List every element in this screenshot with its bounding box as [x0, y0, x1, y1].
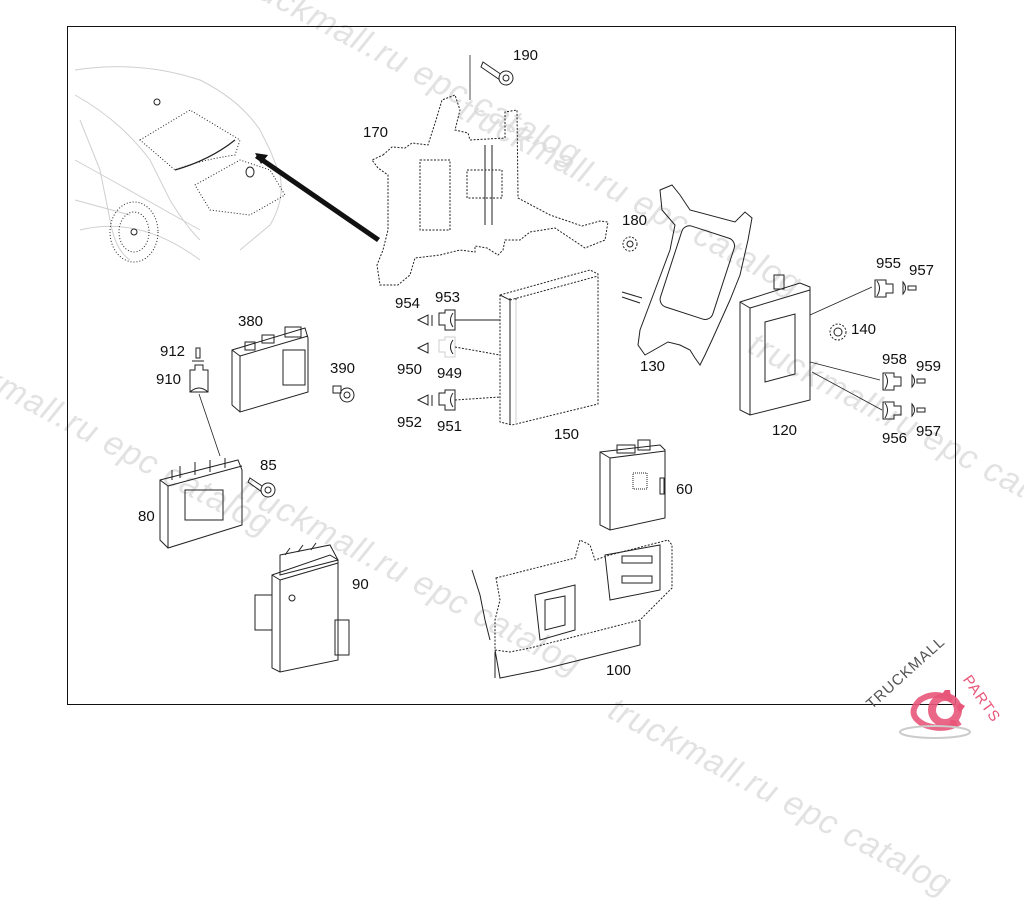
part-955-drawing: [874, 279, 894, 298]
part-label-957[interactable]: 957: [909, 262, 935, 279]
part-140-drawing: [829, 323, 847, 341]
part-label-180[interactable]: 180: [622, 212, 648, 229]
part-956-drawing: [882, 401, 902, 420]
part-label-100[interactable]: 100: [606, 662, 632, 679]
part-label-85[interactable]: 85: [260, 457, 277, 474]
part-label-957[interactable]: 957: [916, 423, 942, 440]
part-label-955[interactable]: 955: [876, 255, 902, 272]
part-label-958[interactable]: 958: [882, 351, 908, 368]
part-100-drawing: [471, 539, 673, 679]
part-label-130[interactable]: 130: [640, 358, 666, 375]
part-label-954[interactable]: 954: [395, 295, 421, 312]
part-957a-drawing: [902, 280, 917, 296]
part-120-drawing: [739, 274, 883, 416]
part-label-910[interactable]: 910: [156, 371, 182, 388]
part-label-390[interactable]: 390: [330, 360, 356, 377]
part-label-956[interactable]: 956: [882, 430, 908, 447]
part-390-drawing: [332, 385, 355, 403]
part-85-drawing: [247, 477, 276, 498]
gear-icon: [899, 690, 971, 739]
part-label-190[interactable]: 190: [513, 47, 539, 64]
part-60-drawing: [599, 439, 666, 531]
part-label-959[interactable]: 959: [916, 358, 942, 375]
part-label-950[interactable]: 950: [397, 361, 423, 378]
part-150-drawing: [416, 269, 599, 426]
part-190-drawing: [480, 61, 514, 86]
part-label-912[interactable]: 912: [160, 343, 186, 360]
brand-logo: TRUCKMALL PARTS: [855, 633, 1024, 750]
part-912-drawing: [192, 347, 204, 362]
part-80-drawing: [159, 458, 243, 549]
part-label-951[interactable]: 951: [437, 418, 463, 435]
part-959-drawing: [911, 373, 926, 389]
part-label-140[interactable]: 140: [851, 321, 877, 338]
part-label-170[interactable]: 170: [363, 124, 389, 141]
part-910-drawing: [189, 364, 221, 457]
part-958-drawing: [882, 372, 902, 391]
part-380-drawing: [231, 326, 309, 413]
part-130-drawing: [621, 184, 753, 366]
part-label-90[interactable]: 90: [352, 576, 369, 593]
part-170-drawing: [371, 55, 609, 286]
part-180-drawing: [622, 236, 638, 252]
parts-drawing: [74, 55, 971, 739]
part-label-380[interactable]: 380: [238, 313, 264, 330]
part-label-120[interactable]: 120: [772, 422, 798, 439]
part-957b-drawing: [911, 402, 926, 418]
car-illustration: [74, 66, 286, 263]
part-label-150[interactable]: 150: [554, 426, 580, 443]
part-90-drawing: [254, 542, 350, 673]
part-label-953[interactable]: 953: [435, 289, 461, 306]
part-label-949[interactable]: 949: [437, 365, 463, 382]
part-label-80[interactable]: 80: [138, 508, 155, 525]
location-arrow: [255, 153, 380, 242]
diagram-frame: [67, 26, 956, 705]
part-label-952[interactable]: 952: [397, 414, 423, 431]
part-label-60[interactable]: 60: [676, 481, 693, 498]
logo-text-parts: PARTS: [959, 672, 1004, 726]
